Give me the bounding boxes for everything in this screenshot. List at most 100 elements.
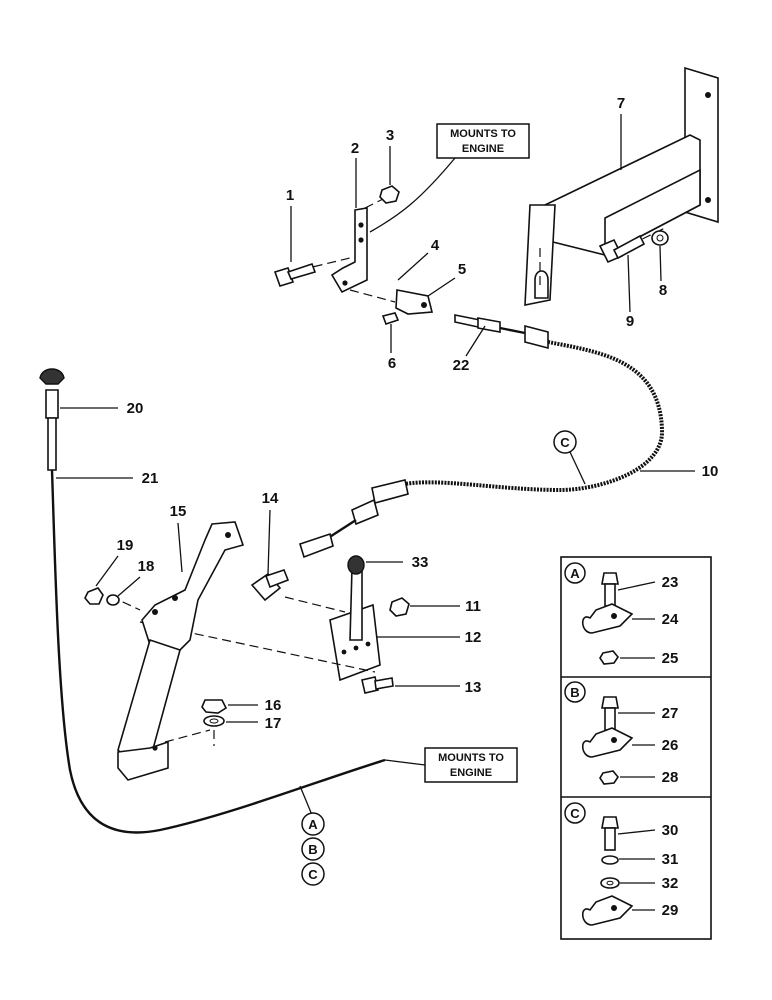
svg-text:A: A — [308, 817, 318, 832]
svg-text:12: 12 — [465, 629, 482, 646]
svg-text:32: 32 — [662, 875, 679, 892]
choke-cable-21 — [39, 368, 386, 834]
svg-text:27: 27 — [662, 705, 679, 722]
part-label-33: 33 — [366, 554, 428, 571]
svg-text:10: 10 — [702, 463, 719, 480]
bolt-13 — [361, 676, 394, 694]
svg-text:15: 15 — [170, 503, 187, 520]
svg-text:C: C — [308, 867, 318, 882]
callout-bottom-line2: ENGINE — [450, 767, 492, 779]
svg-text:7: 7 — [617, 95, 625, 112]
part-label-13: 13 — [395, 679, 481, 696]
part-label-16: 16 — [228, 697, 281, 714]
svg-text:21: 21 — [142, 470, 159, 487]
nut-11 — [389, 597, 410, 617]
svg-text:5: 5 — [458, 261, 466, 278]
nut-3 — [379, 185, 400, 204]
part-label-3: 3 — [386, 127, 394, 185]
nut-16 — [201, 699, 228, 714]
svg-text:17: 17 — [265, 715, 282, 732]
part-label-20: 20 — [60, 400, 143, 417]
part-label-14: 14 — [262, 490, 279, 575]
svg-text:22: 22 — [453, 357, 470, 374]
svg-text:13: 13 — [465, 679, 482, 696]
svg-text:33: 33 — [412, 554, 429, 571]
svg-text:18: 18 — [138, 558, 155, 575]
svg-text:3: 3 — [386, 127, 394, 144]
bolt-1 — [273, 262, 317, 287]
pedal-arm-15 — [117, 521, 245, 781]
part-label-2: 2 — [351, 140, 359, 208]
svg-text:A: A — [570, 566, 580, 581]
part-label-22: 22 — [453, 325, 486, 374]
svg-text:16: 16 — [265, 697, 282, 714]
washer-18 — [106, 594, 120, 606]
cable-mark-a-bottom: A — [301, 812, 325, 836]
svg-text:28: 28 — [662, 769, 679, 786]
svg-text:26: 26 — [662, 737, 679, 754]
callout-mounts-to-engine-top: MOUNTS TO ENGINE — [436, 123, 530, 159]
dash-16-17 — [164, 729, 211, 743]
svg-text:20: 20 — [127, 400, 144, 417]
dash-15-13 — [139, 621, 376, 673]
svg-text:C: C — [560, 435, 570, 450]
bracket-2 — [330, 207, 368, 294]
throttle-cable-10 — [299, 314, 665, 559]
part-label-15: 15 — [170, 503, 187, 573]
svg-text:6: 6 — [388, 355, 396, 372]
svg-text:30: 30 — [662, 822, 679, 839]
svg-text:C: C — [570, 806, 580, 821]
part-label-21: 21 — [56, 470, 158, 487]
clevis-5 — [395, 289, 434, 315]
svg-text:31: 31 — [662, 851, 679, 868]
part-label-10: 10 — [640, 463, 718, 480]
part-label-12: 12 — [376, 629, 481, 646]
inset-panel-a: A 23 24 25 — [564, 562, 679, 667]
dash-5 — [349, 289, 396, 303]
svg-text:9: 9 — [626, 313, 634, 330]
engine-bracket-7 — [524, 66, 719, 306]
svg-text:29: 29 — [662, 902, 679, 919]
svg-text:25: 25 — [662, 650, 679, 667]
leader-abc — [299, 785, 313, 816]
lever-knob-33 — [347, 555, 365, 575]
cable-mark-c-top: C — [553, 430, 586, 485]
cable-mark-c-bottom: C — [301, 862, 325, 886]
svg-text:11: 11 — [465, 598, 481, 615]
cable-mark-b-bottom: B — [301, 837, 325, 861]
svg-text:B: B — [308, 842, 317, 857]
part-label-8: 8 — [659, 245, 667, 299]
svg-text:2: 2 — [351, 140, 359, 157]
svg-text:1: 1 — [286, 187, 294, 204]
part-label-5: 5 — [427, 261, 466, 297]
callout-top-line1: MOUNTS TO — [450, 128, 516, 140]
part-label-19: 19 — [95, 537, 134, 587]
part-label-18: 18 — [117, 558, 155, 597]
callout-top-line2: ENGINE — [462, 143, 504, 155]
bolt-9 — [598, 234, 646, 264]
svg-text:4: 4 — [431, 237, 440, 254]
callout-bottom-line1: MOUNTS TO — [438, 752, 504, 764]
inset-panel-c: C 30 31 32 29 — [564, 802, 679, 926]
callout-bottom-leader — [384, 759, 426, 766]
nut-19 — [84, 587, 104, 605]
dash-14-12 — [284, 596, 346, 613]
callout-mounts-to-engine-bottom: MOUNTS TO ENGINE — [424, 747, 518, 783]
part-label-7: 7 — [617, 95, 625, 170]
svg-text:24: 24 — [662, 611, 679, 628]
part-label-11: 11 — [410, 598, 481, 615]
svg-text:19: 19 — [117, 537, 134, 554]
svg-text:23: 23 — [662, 574, 679, 591]
part-label-4: 4 — [397, 237, 440, 281]
svg-text:8: 8 — [659, 282, 667, 299]
inset-panel-b: B 27 26 28 — [564, 681, 679, 786]
hand-lever-12 — [329, 567, 381, 682]
svg-text:B: B — [570, 685, 579, 700]
pin-6 — [381, 312, 400, 326]
part-label-9: 9 — [626, 254, 634, 330]
part-label-6: 6 — [388, 324, 396, 372]
callout-top-leader — [369, 157, 456, 233]
part-label-17: 17 — [226, 715, 281, 732]
svg-text:14: 14 — [262, 490, 279, 507]
